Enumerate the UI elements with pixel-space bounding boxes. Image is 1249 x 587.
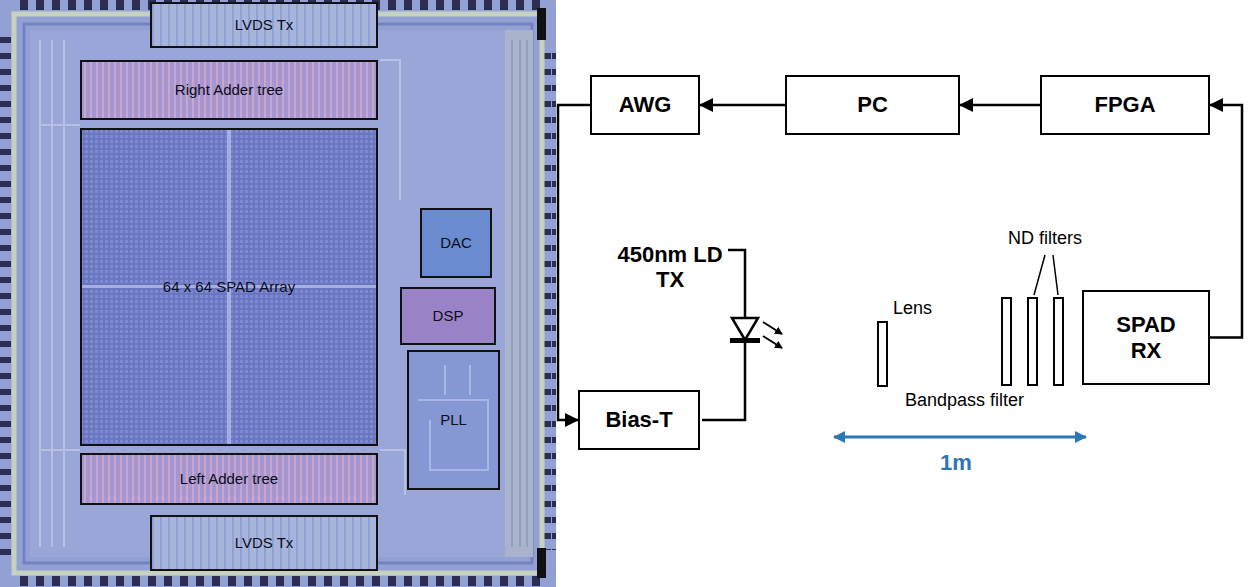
connector (960, 104, 1040, 107)
connector (700, 104, 785, 107)
connector (1210, 105, 1242, 338)
node-text: LVDS Tx (235, 534, 294, 551)
chip-block: 64 x 64 SPAD Array (80, 128, 378, 446)
component-label: Lens (893, 298, 932, 319)
chip-block: Left Adder tree (80, 453, 378, 505)
chip-block: LVDS Tx (150, 2, 378, 48)
component-label: ND filters (1008, 228, 1082, 249)
node-text: DAC (440, 234, 472, 251)
node-text: SPAD RX (1109, 312, 1184, 363)
node-text: PLL (440, 411, 467, 428)
process-box: SPAD RX (1082, 290, 1210, 385)
node-text: FPGA (1094, 92, 1155, 117)
process-box: AWG (590, 75, 700, 135)
node-text: Bias-T (605, 407, 672, 432)
node-text: Right Adder tree (175, 81, 283, 98)
chip-block: DSP (400, 287, 496, 345)
chip-block: LVDS Tx (150, 515, 378, 571)
laser-diode-symbol (702, 250, 782, 420)
node-text: DSP (433, 307, 464, 324)
process-box: FPGA (1040, 75, 1210, 135)
process-box: Bias-T (578, 390, 700, 450)
leader-line (1034, 255, 1058, 295)
process-box: PC (785, 75, 960, 135)
lens-symbol (878, 322, 887, 386)
connector (558, 105, 590, 420)
node-text: 64 x 64 SPAD Array (163, 278, 295, 295)
node-text: PC (857, 92, 888, 117)
chip-block: PLL (407, 350, 500, 490)
component-label: Bandpass filter (905, 390, 1024, 411)
chip-block: DAC (420, 208, 492, 278)
component-label: 450nm LD TX (613, 242, 727, 293)
dimension-arrow (834, 436, 1086, 439)
dimension-label: 1m (940, 450, 972, 475)
node-text: AWG (619, 92, 672, 117)
node-text: Left Adder tree (180, 470, 278, 487)
node-text: LVDS Tx (235, 16, 294, 33)
chip-block: Right Adder tree (80, 60, 378, 120)
bandpass-filter-symbol (1002, 298, 1011, 385)
nd-filter-symbol (1054, 298, 1063, 385)
nd-filter-symbol (1028, 298, 1037, 385)
